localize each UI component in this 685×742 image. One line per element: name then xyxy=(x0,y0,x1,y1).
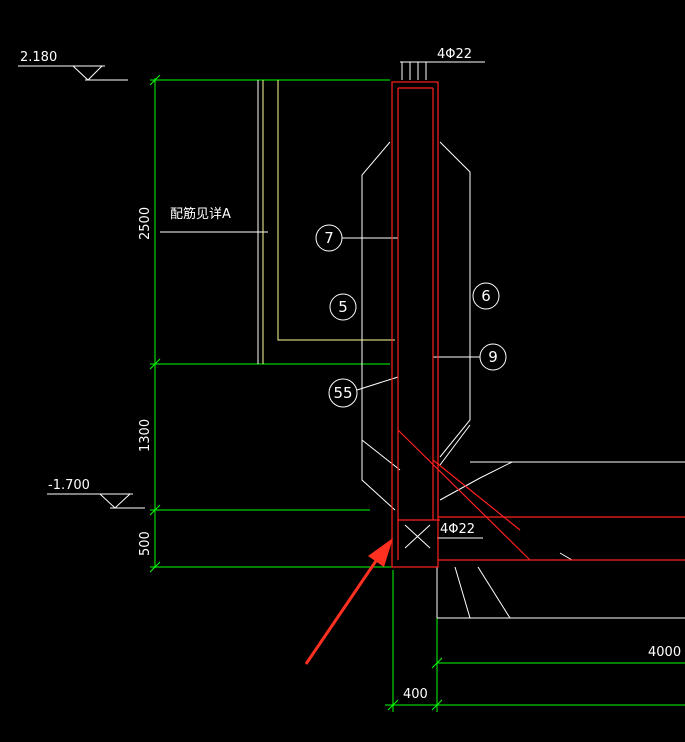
dim-wall-upper: 2500 xyxy=(138,207,153,240)
concrete-outline xyxy=(18,61,685,619)
dimension-lines xyxy=(149,74,685,712)
bubble-55: 55 xyxy=(328,378,358,408)
bubble-6: 6 xyxy=(472,282,500,310)
reinforcement-note: 配筋见详A xyxy=(170,206,231,222)
level-bottom: -1.700 xyxy=(48,478,90,493)
svg-text:9: 9 xyxy=(488,348,498,366)
top-rebar-label: 4Φ22 xyxy=(437,47,472,62)
svg-text:6: 6 xyxy=(481,287,491,305)
bottom-rebar-label: 4Φ22 xyxy=(440,522,475,537)
level-top: 2.180 xyxy=(20,50,57,65)
rebar xyxy=(391,81,685,568)
detail-frame xyxy=(262,80,395,364)
bubble-9: 9 xyxy=(479,343,507,371)
red-pointer-arrow-icon xyxy=(304,538,393,665)
dim-slab-length: 4000 xyxy=(648,645,681,660)
bubble-7: 7 xyxy=(315,224,343,252)
svg-text:55: 55 xyxy=(333,384,352,402)
dim-wall-lower: 1300 xyxy=(138,419,153,452)
svg-text:5: 5 xyxy=(338,298,348,316)
svg-text:7: 7 xyxy=(324,229,334,247)
dim-wall-thickness: 400 xyxy=(403,687,428,702)
dim-slab: 500 xyxy=(138,531,153,556)
bubble-5: 5 xyxy=(329,293,357,321)
